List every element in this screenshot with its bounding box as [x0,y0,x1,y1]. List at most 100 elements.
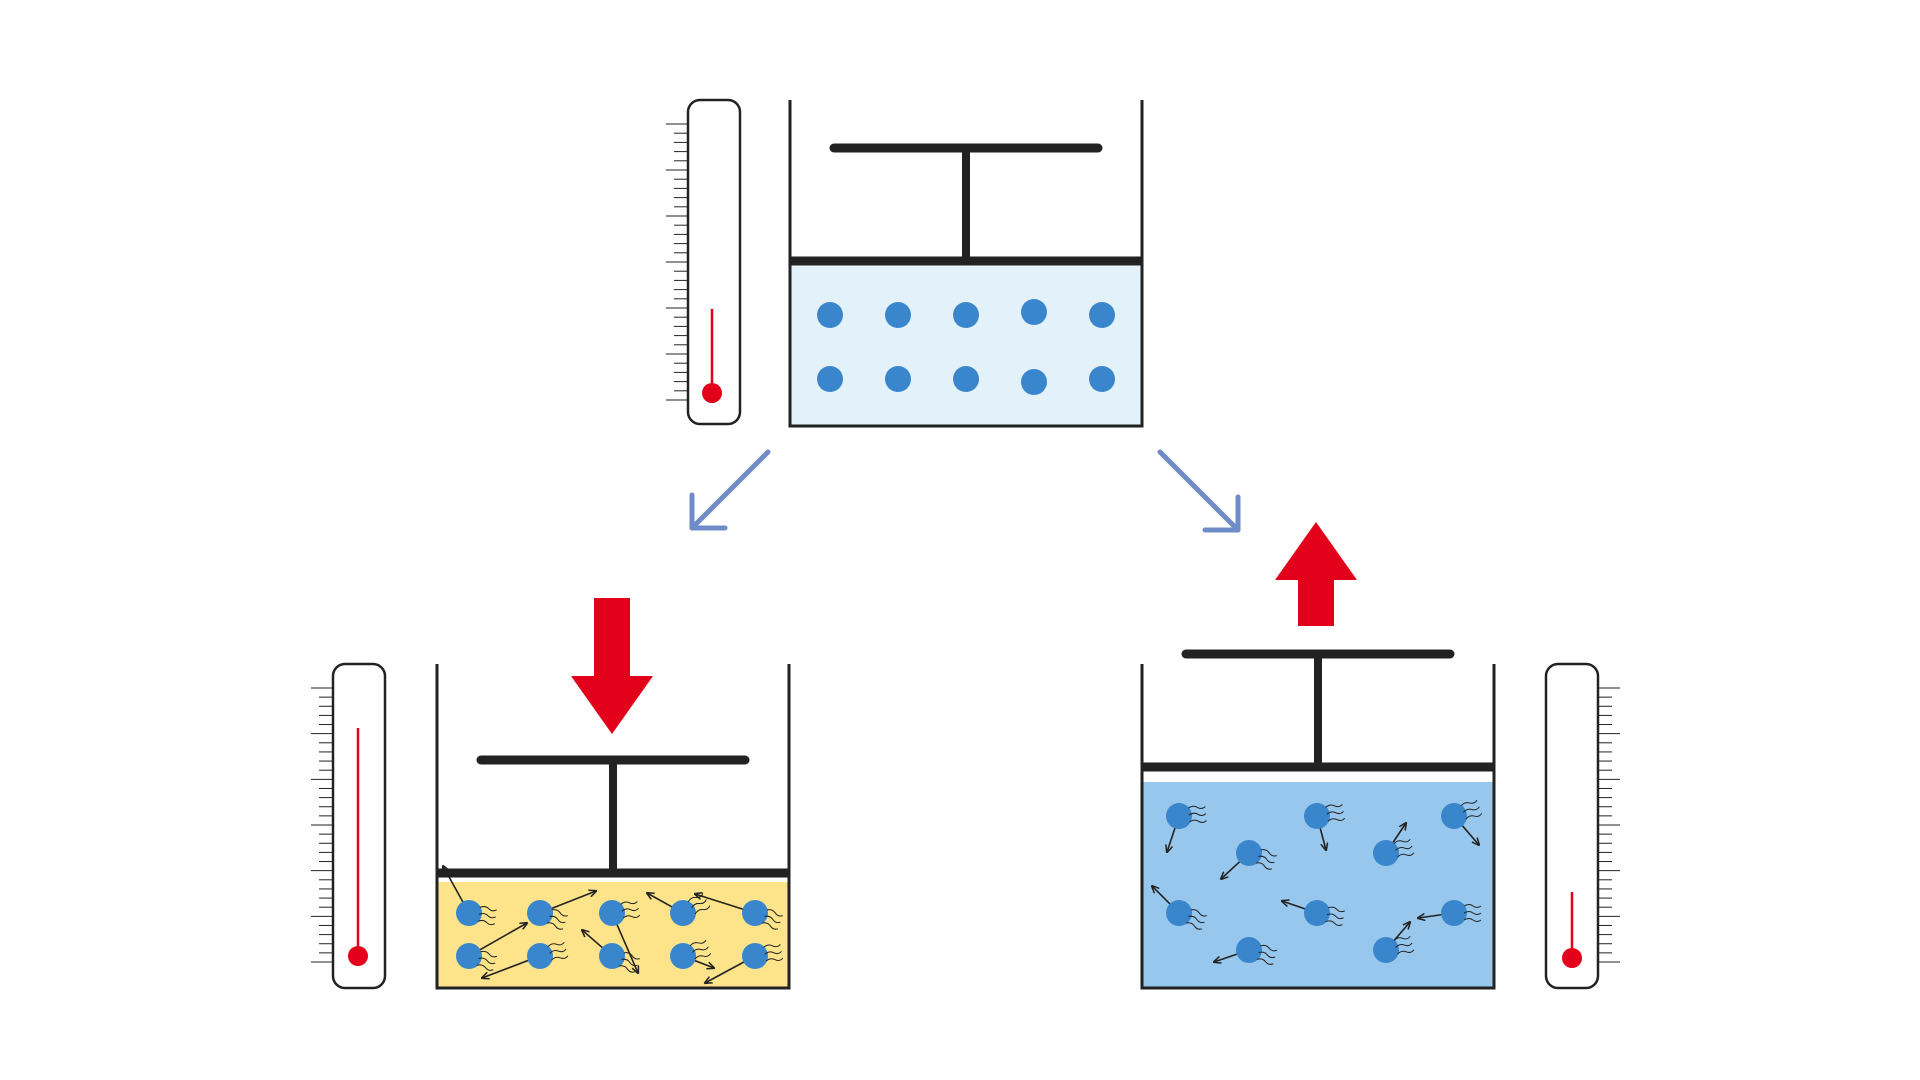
trail-line [1395,942,1413,948]
particle [1373,840,1399,866]
particle [1441,900,1467,926]
motion-trail [1188,805,1207,823]
trail-line [1260,944,1278,952]
moving-particle [1221,840,1277,879]
piston [790,143,1142,266]
motion-trail [1463,904,1482,922]
particle [953,366,979,392]
trail-line [1326,810,1344,815]
velocity-arrow [705,960,747,983]
compressed-state [311,598,791,990]
velocity-arrow [477,923,527,952]
trail-line [551,955,569,961]
moving-particle [647,892,711,926]
motion-trail [1325,804,1346,822]
trail-line [764,950,782,955]
motion-trail [1393,838,1415,858]
velocity-arrow [1221,859,1243,879]
particle [456,900,482,926]
motion-trail [761,909,783,930]
particle [1089,366,1115,392]
particle [1166,803,1192,829]
velocity-arrow [695,894,746,911]
trail-line [1255,862,1273,870]
particle [670,900,696,926]
moving-particle [527,891,596,930]
trail-line [1326,913,1344,920]
trail-line [766,909,783,917]
thermometer-compressed [311,662,387,990]
expanded-state [1140,522,1620,990]
velocity-arrow [1318,825,1326,850]
trail-line [622,914,641,919]
motion-trail [1256,944,1278,965]
particle [527,900,553,926]
particle [1236,840,1262,866]
trail-line [1188,805,1206,810]
velocity-arrow [1152,886,1173,907]
trail-line [764,915,781,924]
trail-line [623,952,640,960]
trail-line [549,915,566,924]
trail-line [692,946,709,953]
motion-trail [1393,935,1415,955]
trail-line [1463,806,1480,813]
trail-line [1185,922,1203,930]
trail-line [689,939,707,947]
velocity-arrow [1282,901,1308,911]
trail-line [618,965,636,973]
motion-trail [476,950,498,971]
moving-particle [443,866,497,926]
trail-line [476,964,494,971]
trail-line [1256,958,1274,965]
velocity-arrow [443,866,465,905]
thermometer-bulb [348,946,368,966]
thermometer-expanded [1544,662,1620,990]
velocity-arrow [1459,823,1479,845]
trail-line [1258,951,1276,959]
particle [1021,299,1047,325]
cylinder-compressed [435,664,791,990]
trail-line [551,909,568,917]
gas-volume [790,266,1142,426]
moving-particle [1373,922,1415,963]
velocity-arrow [692,958,714,968]
thermometer-bulb [702,383,722,403]
moving-particle [705,943,784,983]
moving-particle [1373,823,1415,866]
initial-state [666,98,1144,428]
trail-line [621,907,639,912]
particle [599,943,625,969]
particle [599,900,625,926]
particle [885,302,911,328]
moving-particle [599,900,641,973]
trail-line [477,919,496,926]
thermometer-scale [1598,687,1620,963]
thermometer-scale [666,123,688,401]
velocity-arrow [1167,825,1177,852]
trail-line [1393,935,1411,942]
particle [1373,937,1399,963]
particle [1236,937,1262,963]
particle [742,900,768,926]
motion-trail [1460,799,1483,820]
particle [1166,900,1192,926]
motion-trail [547,941,569,961]
velocity-arrow [615,921,638,973]
trail-line [478,913,496,919]
trail-line [1188,915,1205,924]
trail-line [479,906,497,912]
velocity-arrow [582,930,605,951]
thick-arrow-down-icon [571,598,653,734]
motion-trail [477,906,497,926]
motion-trail [546,909,568,930]
moving-particle [482,941,569,978]
cylinder-walls [1140,664,1496,990]
moving-particle [1166,803,1207,852]
trail-line [1188,812,1207,816]
particle [1441,803,1467,829]
trail-line [1395,845,1413,851]
trail-line [691,899,707,909]
particle [742,943,768,969]
trail-line [549,948,567,954]
